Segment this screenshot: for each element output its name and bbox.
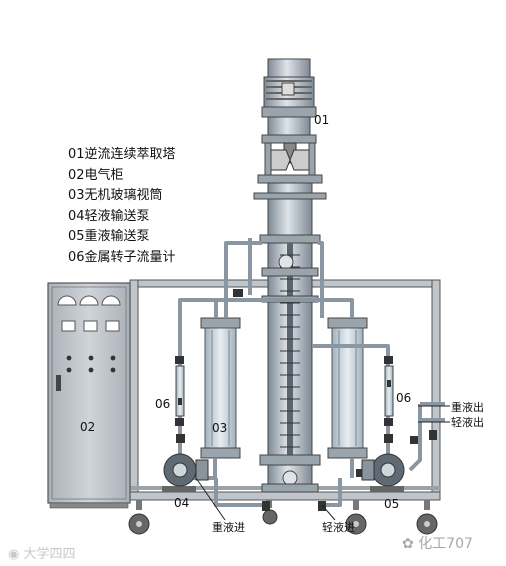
callout-03: 03 — [212, 421, 227, 435]
legend-item: 01逆流连续萃取塔 — [68, 147, 176, 162]
glass-sight-tube-left — [200, 317, 241, 459]
motor-assembly — [253, 58, 327, 244]
wechat-icon: ✿ — [402, 536, 414, 552]
callout-06-left: 06 — [155, 397, 170, 411]
callout-05: 05 — [384, 497, 399, 511]
leader-lines — [195, 405, 450, 521]
weibo-icon: ◉ — [8, 547, 20, 562]
flowmeter-left — [175, 356, 185, 426]
light-liquid-in-label: 轻液进 — [322, 520, 355, 534]
heavy-liquid-in-label: 重液进 — [212, 520, 245, 534]
watermark-right-text: 化工707 — [418, 536, 473, 552]
legend-item: 02电气柜 — [68, 167, 124, 183]
extraction-column — [259, 242, 321, 493]
pump-left — [162, 453, 209, 492]
component-legend: 01逆流连续萃取塔 02电气柜 03无机玻璃视筒 04轻液输送泵 05重液输送泵… — [68, 145, 176, 268]
legend-item: 06金属转子流量计 — [68, 249, 176, 265]
watermark-left: ◉ 大学四四 — [8, 543, 76, 562]
callout-04: 04 — [174, 496, 189, 510]
callout-06-right: 06 — [396, 391, 411, 405]
gauge-icon — [57, 295, 121, 306]
light-liquid-out-label: 轻液出 — [451, 415, 484, 429]
callout-02: 02 — [80, 420, 95, 434]
watermark-right: ✿ 化工707 — [402, 533, 473, 553]
heavy-liquid-out-label: 重液出 — [451, 400, 484, 414]
callout-01: 01 — [314, 113, 329, 127]
pump-right — [361, 453, 405, 492]
flowmeter-right — [384, 356, 394, 426]
glass-sight-tube-right — [327, 317, 368, 459]
legend-item: 04轻液输送泵 — [68, 208, 150, 224]
legend-item: 05重液输送泵 — [68, 229, 150, 244]
legend-item: 03无机玻璃视筒 — [68, 188, 163, 203]
watermark-left-text: 大学四四 — [23, 547, 76, 562]
electrical-cabinet — [47, 282, 131, 509]
